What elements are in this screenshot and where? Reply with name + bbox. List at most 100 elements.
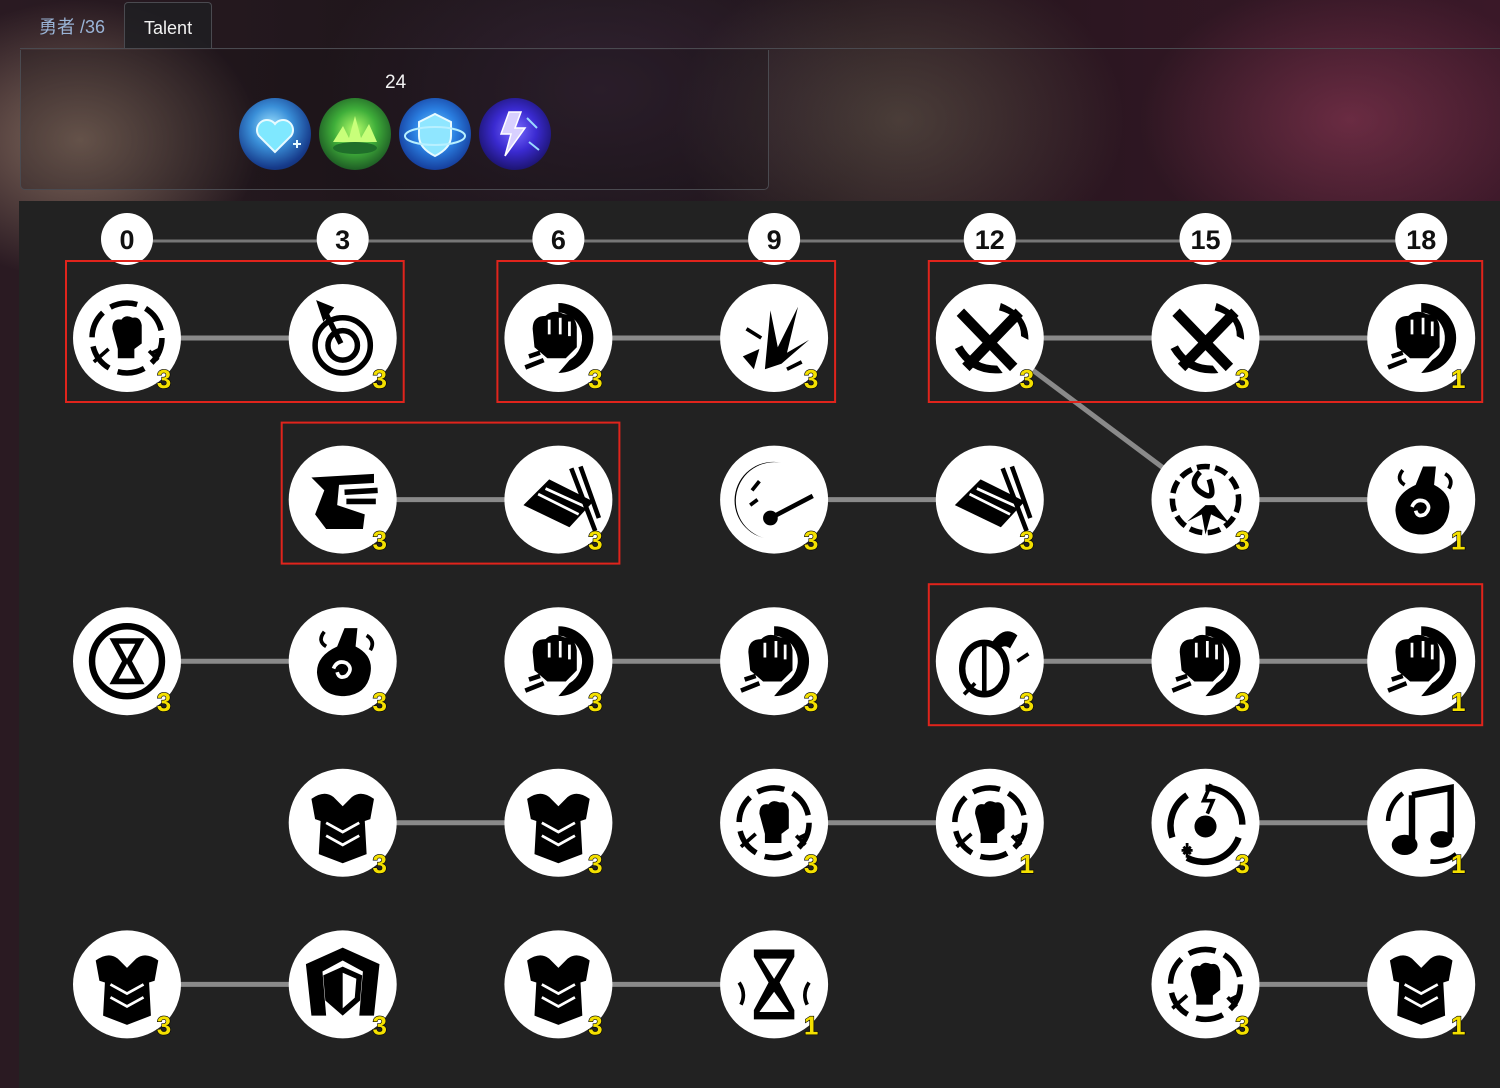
talent-node-bg — [1151, 445, 1260, 554]
level-bubble — [532, 213, 585, 265]
talent-node[interactable]: 3 — [1151, 445, 1260, 556]
talent-rank: 3 — [1235, 1010, 1249, 1040]
level-bubble — [963, 213, 1016, 265]
green-burst-icon[interactable] — [319, 98, 391, 170]
talent-node[interactable]: 1 — [1367, 768, 1476, 879]
talent-rank: 1 — [1451, 364, 1465, 394]
talent-rank: 3 — [372, 1010, 386, 1040]
lightning-warrior-icon[interactable] — [479, 98, 551, 170]
talent-node[interactable]: 3 — [504, 445, 613, 556]
talent-rank: 3 — [588, 849, 602, 879]
talent-summary-panel: 24 — [20, 50, 769, 190]
talent-node[interactable]: 3 — [1151, 607, 1260, 718]
talent-node[interactable]: 3 — [1151, 284, 1260, 395]
talent-rank: 3 — [1020, 364, 1034, 394]
talent-node[interactable]: 3 — [935, 284, 1044, 395]
talent-rank: 3 — [157, 1010, 171, 1040]
level-label: 0 — [119, 225, 134, 255]
talent-rank: 3 — [804, 849, 818, 879]
talent-node[interactable]: 3 — [288, 607, 397, 718]
talent-rank: 3 — [372, 526, 386, 556]
talent-node[interactable]: 3 — [504, 607, 613, 718]
highlight-box — [280, 421, 621, 565]
level-bubble — [101, 213, 153, 265]
talent-node[interactable]: 3 — [935, 607, 1044, 718]
talent-rank: 3 — [1020, 526, 1034, 556]
talent-rank: 3 — [157, 687, 171, 717]
talent-node-bg — [935, 607, 1044, 716]
talent-node[interactable]: 3 — [504, 768, 613, 879]
highlight-box — [496, 260, 837, 403]
talent-rank: 1 — [1451, 849, 1465, 879]
talent-node[interactable]: 3 — [720, 768, 829, 879]
talent-node[interactable]: 3 — [1151, 768, 1260, 879]
talent-node[interactable]: 1 — [1367, 930, 1476, 1041]
tab-divider — [20, 48, 1500, 49]
talent-rank: 3 — [588, 526, 602, 556]
talent-node[interactable]: 3 — [73, 930, 181, 1041]
talent-node[interactable]: 3 — [935, 445, 1044, 556]
talent-node[interactable]: 1 — [1367, 607, 1476, 718]
talent-node[interactable]: 3 — [504, 284, 613, 395]
talent-rank: 3 — [804, 687, 818, 717]
level-bubble — [748, 213, 801, 265]
talent-rank: 3 — [804, 364, 818, 394]
level-label: 15 — [1190, 225, 1220, 255]
level-marker: 3 — [316, 213, 369, 265]
talent-node[interactable]: 3 — [288, 284, 397, 395]
level-marker: 9 — [748, 213, 801, 265]
talent-rank: 3 — [588, 687, 602, 717]
talent-node-bg — [288, 445, 397, 554]
talent-rank: 3 — [1235, 687, 1249, 717]
talent-node[interactable]: 1 — [720, 930, 829, 1041]
talent-node[interactable]: 3 — [288, 768, 397, 879]
talent-node[interactable]: 3 — [288, 445, 397, 556]
talent-node[interactable]: 3 — [73, 284, 181, 395]
talent-node[interactable]: 1 — [1367, 284, 1476, 395]
talent-rank: 3 — [1020, 687, 1034, 717]
talent-node[interactable]: 3 — [504, 930, 613, 1041]
talent-rank: 3 — [1235, 364, 1249, 394]
heart-heal-icon[interactable] — [239, 98, 311, 170]
talent-node[interactable]: 3 — [288, 930, 397, 1041]
talent-rank: 3 — [588, 364, 602, 394]
talent-rank: 1 — [1451, 526, 1465, 556]
level-label: 3 — [335, 225, 350, 255]
level-label: 12 — [975, 225, 1005, 255]
talent-point-count: 24 — [385, 72, 407, 93]
talent-node[interactable]: 3 — [73, 607, 181, 718]
talent-rank: 3 — [372, 364, 386, 394]
level-bubble — [1179, 213, 1232, 265]
talent-node[interactable]: 3 — [720, 607, 829, 718]
level-marker: 0 — [101, 213, 153, 265]
talent-rank: 3 — [1235, 526, 1249, 556]
talent-rank: 3 — [372, 849, 386, 879]
level-marker: 15 — [1179, 213, 1232, 265]
level-label: 18 — [1406, 225, 1436, 255]
level-marker: 18 — [1395, 213, 1448, 265]
talent-rank: 3 — [157, 364, 171, 394]
talent-rank: 1 — [1451, 687, 1465, 717]
level-bubble — [1395, 213, 1448, 265]
level-label: 9 — [767, 225, 782, 255]
talent-rank: 3 — [372, 687, 386, 717]
talent-node[interactable]: 1 — [1367, 445, 1476, 556]
talent-rank: 1 — [1020, 849, 1034, 879]
talent-node[interactable]: 3 — [720, 284, 829, 395]
talent-node[interactable]: 3 — [720, 445, 829, 556]
talent-rank: 3 — [804, 526, 818, 556]
talent-rank: 1 — [1451, 1010, 1465, 1040]
talent-node[interactable]: 3 — [1151, 930, 1260, 1041]
talent-node-bg — [288, 284, 397, 392]
talent-rank: 3 — [1235, 849, 1249, 879]
talent-rank: 3 — [588, 1010, 602, 1040]
level-marker: 12 — [963, 213, 1016, 265]
tab-hero-level[interactable]: 勇者 /36 — [39, 17, 106, 37]
shield-orbit-icon[interactable] — [399, 98, 471, 170]
highlight-box — [927, 583, 1484, 727]
tab-talent[interactable]: Talent — [124, 2, 213, 48]
talent-node[interactable]: 1 — [935, 768, 1044, 879]
level-bubble — [316, 213, 369, 265]
